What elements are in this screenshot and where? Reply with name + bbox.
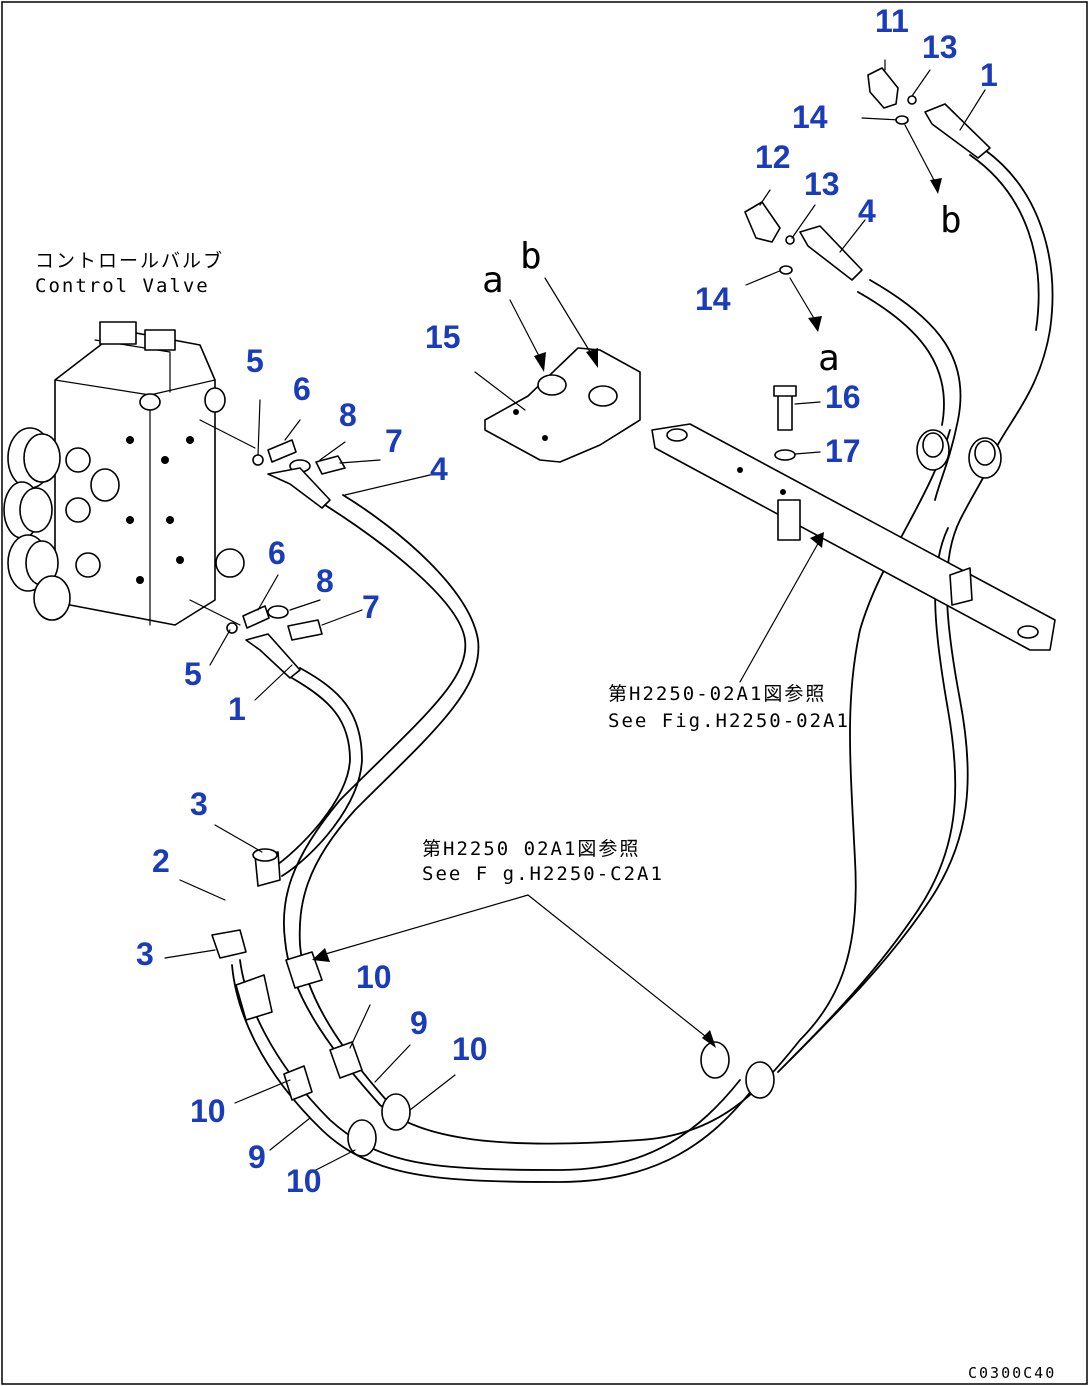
callout-12: 12 (755, 139, 791, 175)
callout-17: 17 (825, 433, 861, 469)
callout-5-upper: 5 (246, 343, 264, 379)
support-bar (651, 385, 1056, 651)
callout-10-d: 10 (286, 1163, 322, 1199)
callout-10-c: 10 (190, 1093, 226, 1129)
view-letter-a-left: a (482, 260, 504, 301)
reference-leaders (312, 532, 824, 1048)
callout-13-top: 13 (922, 29, 958, 65)
callout-7-lower: 7 (362, 589, 380, 625)
clamps (211, 429, 1002, 1157)
callout-14-mid: 14 (695, 281, 731, 317)
view-letter-b-right: b (940, 200, 962, 241)
callout-5-lower: 5 (184, 656, 202, 692)
control-valve-label-en: Control Valve (35, 275, 210, 297)
callout-3-lower: 3 (136, 936, 154, 972)
callout-4-right: 4 (858, 193, 876, 229)
leader-lines (164, 59, 986, 1173)
bracket (484, 347, 641, 463)
callout-11-top: 11 (875, 3, 909, 39)
callout-8-upper: 8 (339, 397, 357, 433)
callout-1-top: 1 (980, 57, 998, 93)
callout-6-lower: 6 (268, 535, 286, 571)
view-letter-b-left: b (520, 236, 542, 277)
callout-15: 15 (425, 319, 461, 355)
callout-6-upper: 6 (293, 371, 311, 407)
callout-10-a: 10 (356, 959, 392, 995)
valve-fittings (226, 439, 346, 679)
reference-upper-en: See Fig.H2250-02A1 (608, 710, 850, 732)
hose-lines (231, 149, 1054, 1183)
drawing-code: C0300C40 (968, 1364, 1056, 1382)
reference-upper-jp: 第H2250-02A1図参照 (608, 683, 826, 705)
callout-14-top: 14 (792, 99, 828, 135)
callout-3-upper: 3 (190, 786, 208, 822)
callout-4-left: 4 (430, 451, 448, 487)
control-valve-label-jp: コントロールバルブ (35, 249, 224, 272)
callout-9-left: 9 (248, 1139, 266, 1175)
control-valve (3, 321, 256, 626)
callout-2: 2 (152, 843, 170, 879)
callout-16: 16 (825, 379, 861, 415)
callout-9-right: 9 (410, 1005, 428, 1041)
callout-8-lower: 8 (316, 563, 334, 599)
view-letter-a-right: a (818, 338, 840, 379)
letter-arrows (509, 277, 598, 372)
callout-10-b: 10 (452, 1031, 488, 1067)
callout-1-lower: 1 (228, 691, 246, 727)
reference-lower-jp: 第H2250 02A1図参照 (422, 838, 640, 860)
reference-lower-en: See F g.H2250-C2A1 (422, 863, 664, 885)
callout-7-upper: 7 (385, 423, 403, 459)
callout-13-mid: 13 (804, 166, 840, 202)
